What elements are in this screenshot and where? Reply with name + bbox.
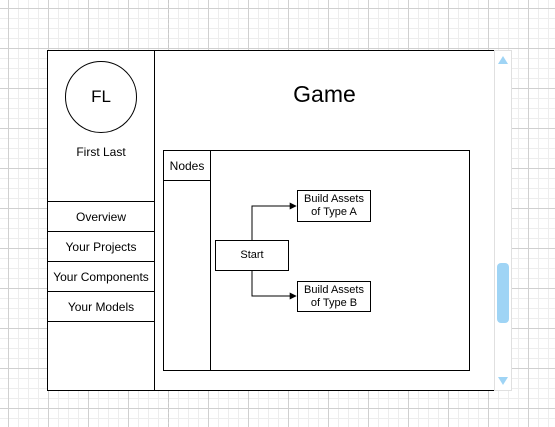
scroll-thumb[interactable]	[497, 263, 509, 323]
node-b-line1: Build Assets	[304, 283, 364, 296]
node-a-label: Build Assets of Type A	[298, 193, 370, 219]
sidebar-nav: Overview Your Projects Your Components Y…	[48, 201, 154, 322]
vertical-scrollbar[interactable]	[494, 50, 512, 391]
avatar[interactable]: FL	[65, 61, 137, 133]
node-b-label: Build Assets of Type B	[298, 284, 370, 310]
scroll-down-button[interactable]	[495, 372, 511, 390]
user-name: First Last	[76, 145, 126, 159]
avatar-initials: FL	[91, 87, 111, 106]
connector-start-to-a	[251, 202, 297, 240]
node-a-line2: of Type A	[311, 206, 357, 218]
diagram-connectors	[251, 202, 297, 300]
connector-start-to-b	[251, 271, 297, 300]
app-window: FL First Last Overview Your Projects You…	[47, 50, 495, 391]
scroll-up-button[interactable]	[495, 51, 511, 69]
page-title: Game	[293, 81, 356, 107]
diagram-canvas: Nodes Start Build Assets of Type A Build…	[163, 150, 470, 371]
build-assets-type-b-node[interactable]: Build Assets of Type B	[297, 281, 371, 312]
node-b-line2: of Type B	[310, 296, 358, 309]
sidebar-item-your-models[interactable]: Your Models	[48, 291, 154, 322]
triangle-up-icon	[498, 56, 508, 64]
build-assets-type-a-node[interactable]: Build Assets of Type A	[297, 190, 371, 222]
sidebar-item-your-projects[interactable]: Your Projects	[48, 231, 154, 261]
node-a-line1: Build Assets	[304, 193, 364, 205]
triangle-down-icon	[498, 377, 508, 385]
nodes-panel: Nodes	[164, 151, 211, 370]
sidebar-item-overview[interactable]: Overview	[48, 201, 154, 231]
nodes-panel-header: Nodes	[164, 151, 210, 181]
start-node-label: Start	[240, 249, 264, 261]
start-node[interactable]: Start	[215, 240, 289, 271]
sidebar-item-your-components[interactable]: Your Components	[48, 261, 154, 291]
sidebar: FL First Last Overview Your Projects You…	[48, 51, 155, 390]
